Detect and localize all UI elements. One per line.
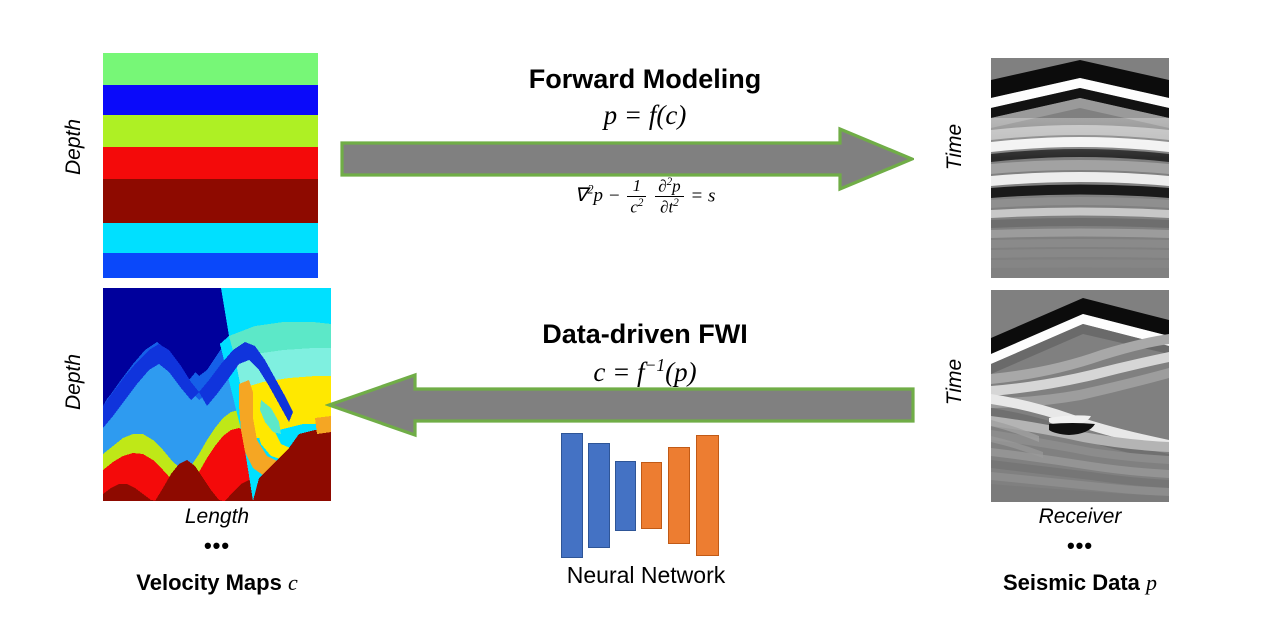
inverse-arrow-svg <box>325 372 915 438</box>
forward-modeling-title: Forward Modeling <box>528 64 762 94</box>
velocity-map-top-panel <box>103 53 318 278</box>
nn-layer-bar-4 <box>641 462 662 529</box>
pde-minus: − <box>607 185 621 207</box>
velocity-map-top-svg <box>103 53 318 278</box>
axis-label-length: Length <box>184 505 250 528</box>
nn-layer-bar-5 <box>668 446 690 545</box>
pde-fraction-one-over-c2: 1 c2 <box>627 176 647 218</box>
velocity-map-bottom-panel <box>103 288 331 501</box>
velocity-maps-caption: Velocity Maps c <box>136 570 298 595</box>
seismic-symbol: p <box>1146 570 1158 595</box>
seismic-data-caption: Seismic Data p <box>1002 570 1158 595</box>
axis-label-time-bottom: Time <box>943 358 966 406</box>
pde-denominator-dt2: ∂t2 <box>655 196 684 218</box>
nn-layer-bar-6 <box>696 434 719 557</box>
seismic-data-top-svg <box>991 58 1169 278</box>
seismic-ellipsis: ••• <box>1066 533 1094 558</box>
seismic-data-bottom-svg <box>991 290 1169 502</box>
data-driven-fwi-arrow <box>325 372 915 438</box>
pde-equals-source: = s <box>690 185 716 207</box>
pde-laplacian: ∇2p <box>574 183 604 207</box>
axis-label-receiver: Receiver <box>1038 505 1122 528</box>
forward-modeling-equation: p = f(c) <box>603 100 687 130</box>
pde-fraction-second-derivative: ∂2p ∂t2 <box>655 176 684 218</box>
data-driven-fwi-equation: c = f−1(p) <box>593 355 697 387</box>
acoustic-wave-equation: ∇2p − 1 c2 ∂2p ∂t2 = s <box>455 176 835 218</box>
pde-numerator-d2p: ∂2p <box>658 176 681 196</box>
neural-network-caption: Neural Network <box>566 562 726 588</box>
velocity-map-bottom-svg <box>103 288 331 501</box>
data-driven-fwi-title: Data-driven FWI <box>542 319 748 349</box>
pde-c-squared: c2 <box>627 195 647 218</box>
seismic-data-bottom-panel <box>991 290 1169 502</box>
neural-network-diagram <box>561 433 731 558</box>
axis-label-depth-bottom: Depth <box>62 353 85 411</box>
velocity-ellipsis: ••• <box>203 533 231 558</box>
nn-layer-bar-3 <box>615 460 636 531</box>
axis-label-time-top: Time <box>943 123 966 171</box>
seismic-data-top-panel <box>991 58 1169 278</box>
nn-layer-bar-2 <box>588 443 610 548</box>
velocity-symbol: c <box>287 570 298 595</box>
forward-arrow-svg <box>340 126 914 192</box>
nn-layer-bar-1 <box>561 433 583 558</box>
axis-label-depth-top: Depth <box>62 118 85 176</box>
forward-modeling-arrow <box>340 126 914 192</box>
